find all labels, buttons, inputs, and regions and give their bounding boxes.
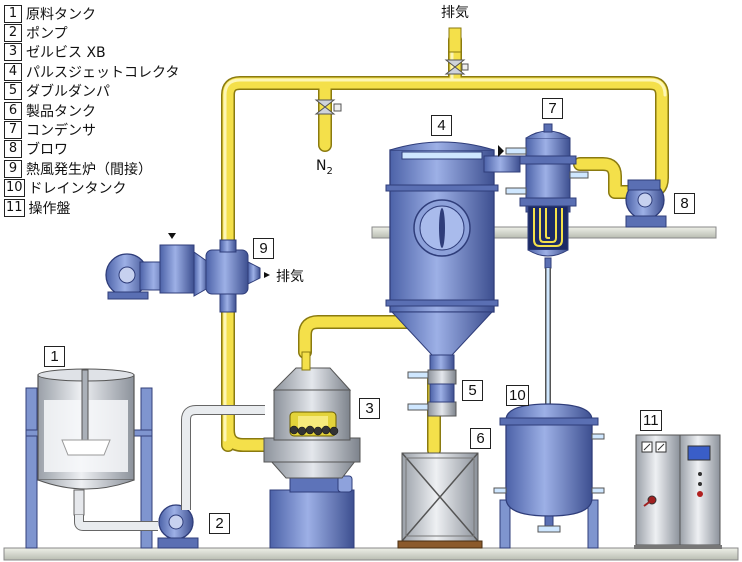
- legend-label: 操作盤: [28, 200, 71, 217]
- exhaust-top-label: 排気: [441, 5, 469, 21]
- floor-slab: [3, 547, 739, 561]
- legend-number: 3: [4, 43, 22, 62]
- exhaust-heater-label: 排気: [276, 269, 304, 285]
- raw-material-tank: [25, 368, 158, 549]
- tag-xervis-xb: 3: [359, 398, 380, 419]
- legend-label: 製品タンク: [26, 103, 96, 120]
- legend-number: 10: [4, 179, 25, 198]
- legend-number: 6: [4, 101, 22, 120]
- legend-number: 4: [4, 62, 22, 81]
- tag-control-panel: 11: [640, 410, 662, 431]
- tag-pulse-jet-collector: 4: [431, 115, 452, 136]
- legend-number: 2: [4, 24, 22, 43]
- pump: [157, 405, 265, 549]
- legend-label: ドレインタンク: [28, 181, 127, 198]
- xervis-xb-dryer: [263, 351, 361, 549]
- double-damper: [407, 369, 457, 417]
- exhaust-arrow-icon: [264, 272, 270, 278]
- tag-product-tank: 6: [470, 428, 491, 449]
- nitrogen-subscript: 2: [326, 165, 333, 177]
- condenser: [498, 123, 589, 405]
- exhaust-valve: [444, 27, 469, 75]
- hot-air-generator: [105, 233, 270, 313]
- tag-pump: 2: [209, 513, 230, 534]
- tag-hot-air-generator: 9: [253, 238, 274, 259]
- drain-tank: [493, 403, 605, 549]
- tag-double-damper: 5: [462, 380, 483, 401]
- pulse-jet-collector: [385, 141, 521, 372]
- blower: [625, 179, 667, 228]
- legend-label: ブロワ: [26, 142, 68, 159]
- legend-number: 7: [4, 121, 22, 140]
- nitrogen-label: N2: [316, 158, 333, 177]
- legend-number: 11: [4, 198, 25, 217]
- legend-label: パルスジェットコレクタ: [26, 64, 180, 81]
- legend-label: 原料タンク: [26, 6, 96, 23]
- tag-raw-material-tank: 1: [44, 346, 65, 367]
- legend-number: 8: [4, 140, 22, 159]
- tag-condenser: 7: [542, 98, 563, 119]
- nitrogen-valve: [314, 99, 342, 115]
- legend-label: ダブルダンパ: [26, 84, 110, 101]
- legend-number: 1: [4, 4, 22, 23]
- tag-blower: 8: [674, 193, 695, 214]
- product-tank: [397, 452, 483, 549]
- control-panel: [634, 434, 722, 549]
- legend-label: ゼルビス XB: [26, 45, 106, 62]
- legend-number: 9: [4, 159, 22, 178]
- legend-number: 5: [4, 82, 22, 101]
- legend-label: コンデンサ: [26, 123, 96, 140]
- legend-label: 熱風発生炉（間接）: [26, 161, 152, 178]
- nitrogen-symbol: N: [316, 158, 327, 174]
- legend-label: ポンプ: [26, 26, 68, 43]
- tag-drain-tank: 10: [506, 385, 529, 406]
